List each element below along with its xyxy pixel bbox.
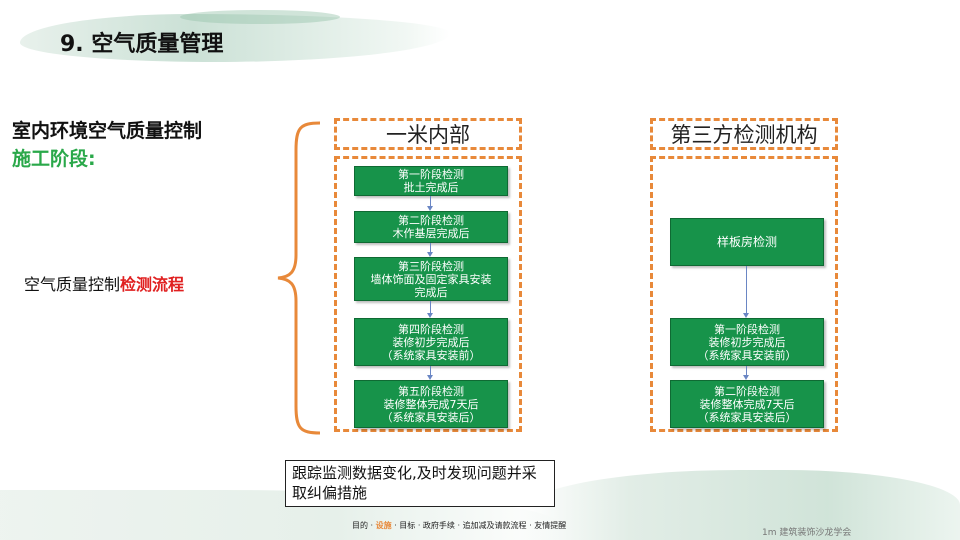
- step-line: 装修初步完成后: [708, 335, 786, 349]
- flow-label: 空气质量控制检测流程: [24, 271, 184, 295]
- third-party-column-header: 第三方检测机构: [650, 118, 838, 150]
- step-line: 样板房检测: [716, 234, 777, 249]
- step-line: 第二阶段检测: [398, 214, 464, 227]
- footer-nav-item-purpose[interactable]: 目的: [352, 521, 368, 530]
- internal-column-header-label: 一米内部: [386, 123, 470, 147]
- tracking-note: 跟踪监测数据变化,及时发现问题并采取纠偏措施: [285, 460, 555, 507]
- step-line: 批土完成后: [403, 181, 459, 194]
- internal-step-4: 第四阶段检测 装修初步完成后 （系统家具安装前）: [354, 318, 508, 366]
- step-line: 装修初步完成后: [392, 335, 470, 349]
- step-line: 墙体饰面及固定家具安装: [370, 272, 492, 286]
- arrow-down: [743, 266, 749, 318]
- internal-step-3: 第三阶段检测 墙体饰面及固定家具安装 完成后: [354, 257, 508, 301]
- internal-column-header: 一米内部: [334, 118, 522, 150]
- step-line: 第二阶段检测: [714, 384, 780, 398]
- internal-step-1: 第一阶段检测 批土完成后: [354, 166, 508, 196]
- arrow-down: [427, 301, 433, 318]
- section-heading: 室内环境空气质量控制: [12, 120, 203, 142]
- decorative-brush-top-accent: [180, 10, 340, 24]
- step-line: （系统家具安装前）: [697, 348, 797, 362]
- curly-brace: [277, 121, 321, 435]
- internal-step-5: 第五阶段检测 装修整体完成7天后 （系统家具安装后）: [354, 380, 508, 428]
- footer-nav-item-friendly-reminder[interactable]: 友情提醒: [534, 521, 567, 530]
- arrow-down: [427, 243, 433, 257]
- third-party-step-1: 第一阶段检测 装修初步完成后 （系统家具安装前）: [670, 318, 824, 366]
- decorative-brush-bottom-right: [520, 470, 960, 540]
- arrow-down: [743, 366, 749, 380]
- step-line: 完成后: [414, 285, 448, 299]
- arrow-down: [427, 196, 433, 211]
- footer-nav-item-payment-process[interactable]: 追加减及请款流程: [462, 521, 527, 530]
- section-subheading: 施工阶段:: [12, 148, 96, 170]
- footer-nav-item-facilities[interactable]: 设施: [375, 521, 392, 530]
- step-line: （系统家具安装后）: [697, 410, 797, 424]
- step-line: 第四阶段检测: [398, 322, 464, 336]
- step-line: 装修整体完成7天后: [383, 397, 479, 411]
- footer-nav-item-goals[interactable]: 目标: [399, 521, 416, 530]
- arrow-down: [427, 366, 433, 380]
- internal-step-2: 第二阶段检测 木作基层完成后: [354, 211, 508, 243]
- third-party-step-sample-room: 样板房检测: [670, 218, 824, 266]
- step-line: 第一阶段检测: [398, 168, 464, 181]
- step-line: 第五阶段检测: [398, 384, 464, 398]
- flow-label-plain: 空气质量控制: [24, 275, 121, 294]
- step-line: 第三阶段检测: [398, 259, 464, 273]
- page-title: 9. 空气质量管理: [60, 32, 224, 57]
- third-party-column-header-label: 第三方检测机构: [670, 123, 818, 147]
- step-line: 第一阶段检测: [714, 322, 780, 336]
- step-line: 木作基层完成后: [392, 227, 470, 240]
- third-party-step-2: 第二阶段检测 装修整体完成7天后 （系统家具安装后）: [670, 380, 824, 428]
- footer-nav-item-government-procedures[interactable]: 政府手续: [422, 521, 455, 530]
- flow-label-highlight: 检测流程: [120, 275, 185, 294]
- step-line: 装修整体完成7天后: [699, 397, 795, 411]
- step-line: （系统家具安装后）: [381, 410, 481, 424]
- footer-brand: 1m 建筑装饰沙龙学会: [762, 528, 852, 538]
- footer-nav: 目的 · 设施 · 目标 · 政府手续 · 追加减及请款流程 · 友情提醒: [352, 521, 567, 530]
- step-line: （系统家具安装前）: [381, 348, 481, 362]
